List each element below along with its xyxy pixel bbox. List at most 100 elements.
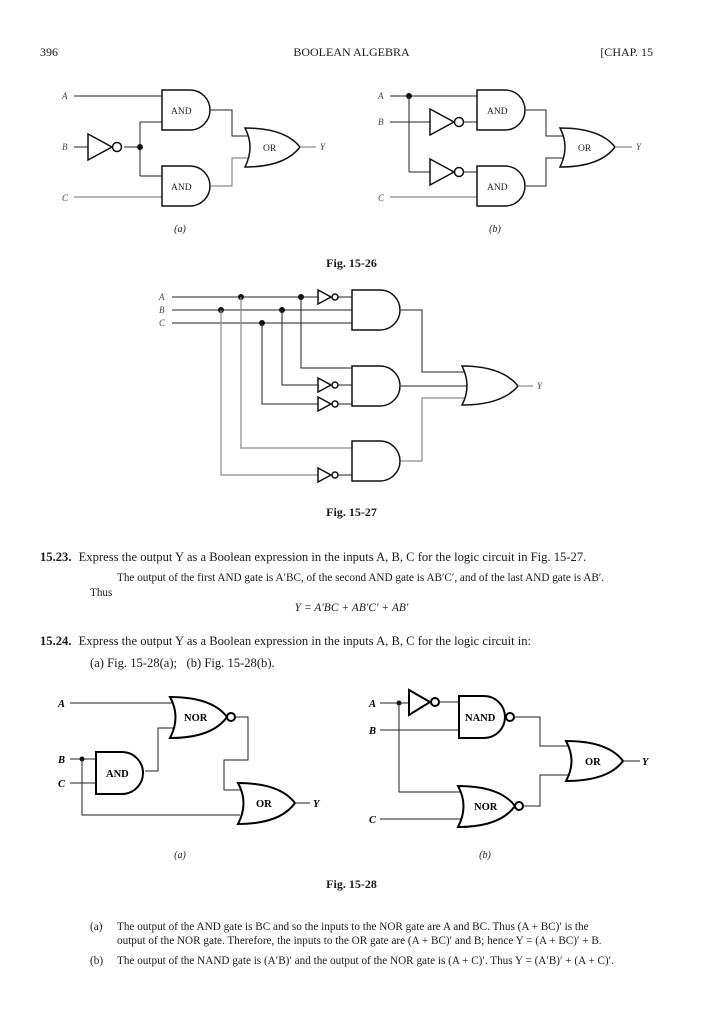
wire	[240, 297, 352, 449]
and-gate-bottom	[476, 165, 526, 207]
input-label-b: B	[57, 755, 65, 766]
fig-15-27: A B C	[158, 288, 543, 484]
input-label-c: C	[159, 318, 166, 328]
input-label-a: A	[61, 91, 68, 101]
gate-label-and: AND	[171, 183, 192, 193]
fig-15-26b: A B C AND AND OR Y	[377, 89, 642, 207]
fig-15-26a: A B C AND AND OR Y	[61, 89, 326, 207]
subfig-label-a: (a)	[174, 850, 186, 861]
output-label-y: Y	[313, 799, 321, 810]
junction-dot	[137, 144, 143, 150]
inversion-bubble	[453, 166, 465, 178]
gate-label-and: AND	[487, 183, 508, 193]
wire	[526, 109, 563, 137]
and-gate-2	[351, 365, 401, 407]
wire	[220, 310, 318, 476]
output-label-y: Y	[537, 381, 543, 391]
figure-caption: Fig. 15-27	[326, 505, 377, 519]
chapter-label: [CHAP. 15	[600, 45, 653, 59]
inversion-bubble	[453, 116, 465, 128]
or-gate	[558, 127, 616, 168]
running-title: BOOLEAN ALGEBRA	[293, 45, 410, 59]
solution-a-line: The output of the AND gate is BC and so …	[117, 921, 589, 933]
or-gate	[243, 127, 301, 168]
wire	[211, 109, 248, 137]
nor-gate	[456, 784, 517, 829]
not-gate	[429, 157, 456, 187]
solution-b-label: (b)	[90, 955, 104, 967]
gate-label-and: AND	[171, 107, 192, 117]
problem-15-23: 15.23. Express the output Y as a Boolean…	[40, 549, 586, 565]
input-label-a: A	[158, 292, 165, 302]
and-gate-top	[476, 89, 526, 131]
input-label-c: C	[58, 779, 66, 790]
input-label-a: A	[57, 699, 65, 710]
and-gate-3	[351, 440, 401, 482]
input-label-b: B	[368, 726, 376, 737]
wire	[514, 716, 570, 747]
problem-number: 15.23.	[40, 550, 72, 564]
input-label-c: C	[378, 193, 385, 203]
or-gate	[460, 365, 519, 406]
subfig-label-a: (a)	[174, 224, 186, 235]
page-number: 396	[40, 45, 58, 59]
solution-a-label: (a)	[90, 921, 103, 933]
input-label-a: A	[368, 699, 376, 710]
or-gate	[564, 739, 625, 783]
not-gate	[317, 466, 333, 484]
not-gate	[87, 132, 114, 162]
gate-label-nor: NOR	[184, 713, 208, 724]
input-label-c: C	[369, 815, 377, 826]
input-label-c: C	[62, 193, 69, 203]
gate-label-or: OR	[585, 757, 601, 768]
wire	[300, 297, 352, 369]
not-bubble	[111, 141, 123, 153]
input-label-b: B	[62, 142, 68, 152]
problem-parts: (a) Fig. 15-28(a); (b) Fig. 15-28(b).	[90, 656, 275, 670]
wire	[145, 727, 175, 772]
wire	[398, 703, 462, 793]
wire	[81, 759, 240, 816]
problem-statement: Express the output Y as a Boolean expres…	[78, 634, 532, 648]
not-gate	[429, 107, 456, 137]
subfig-label-b: (b)	[489, 224, 501, 235]
figure-caption: Fig. 15-26	[326, 256, 377, 270]
inversion-bubble	[331, 381, 339, 389]
inversion-bubble	[505, 712, 515, 722]
gate-label-or: OR	[263, 144, 277, 154]
input-label-b: B	[378, 117, 384, 127]
or-gate	[236, 781, 297, 826]
output-label-y: Y	[642, 757, 650, 768]
inversion-bubble	[331, 471, 339, 479]
not-gate	[317, 288, 333, 306]
input-label-a: A	[377, 91, 384, 101]
and-gate-1	[351, 289, 401, 331]
not-gate	[317, 395, 333, 413]
wire	[526, 157, 563, 187]
gate-label-nor: NOR	[474, 802, 498, 813]
input-label-b: B	[159, 305, 165, 315]
equation: Y = A′BC + AB′C′ + AB′	[294, 602, 409, 614]
wire	[281, 310, 318, 386]
gate-label-or: OR	[578, 144, 592, 154]
wire	[523, 774, 570, 807]
gate-label-and: AND	[106, 769, 129, 780]
solution-b-text: The output of the NAND gate is (A′B)′ an…	[117, 955, 614, 967]
output-label-y: Y	[636, 142, 642, 152]
inversion-bubble	[514, 801, 524, 811]
and-gate	[95, 751, 144, 795]
gate-label-nand: NAND	[465, 713, 496, 724]
fig-15-28a: A B C AND NOR OR Y	[57, 695, 321, 826]
and-gate-top	[161, 89, 211, 131]
and-gate-bottom	[161, 165, 211, 207]
nor-gate	[168, 695, 229, 740]
not-gate	[317, 376, 333, 394]
gate-label-or: OR	[256, 799, 272, 810]
wire	[401, 309, 466, 373]
gate-label-and: AND	[487, 107, 508, 117]
not-gate	[408, 688, 432, 717]
wire	[223, 716, 249, 791]
problem-15-24: 15.24. Express the output Y as a Boolean…	[40, 633, 531, 649]
figure-caption: Fig. 15-28	[326, 877, 377, 891]
